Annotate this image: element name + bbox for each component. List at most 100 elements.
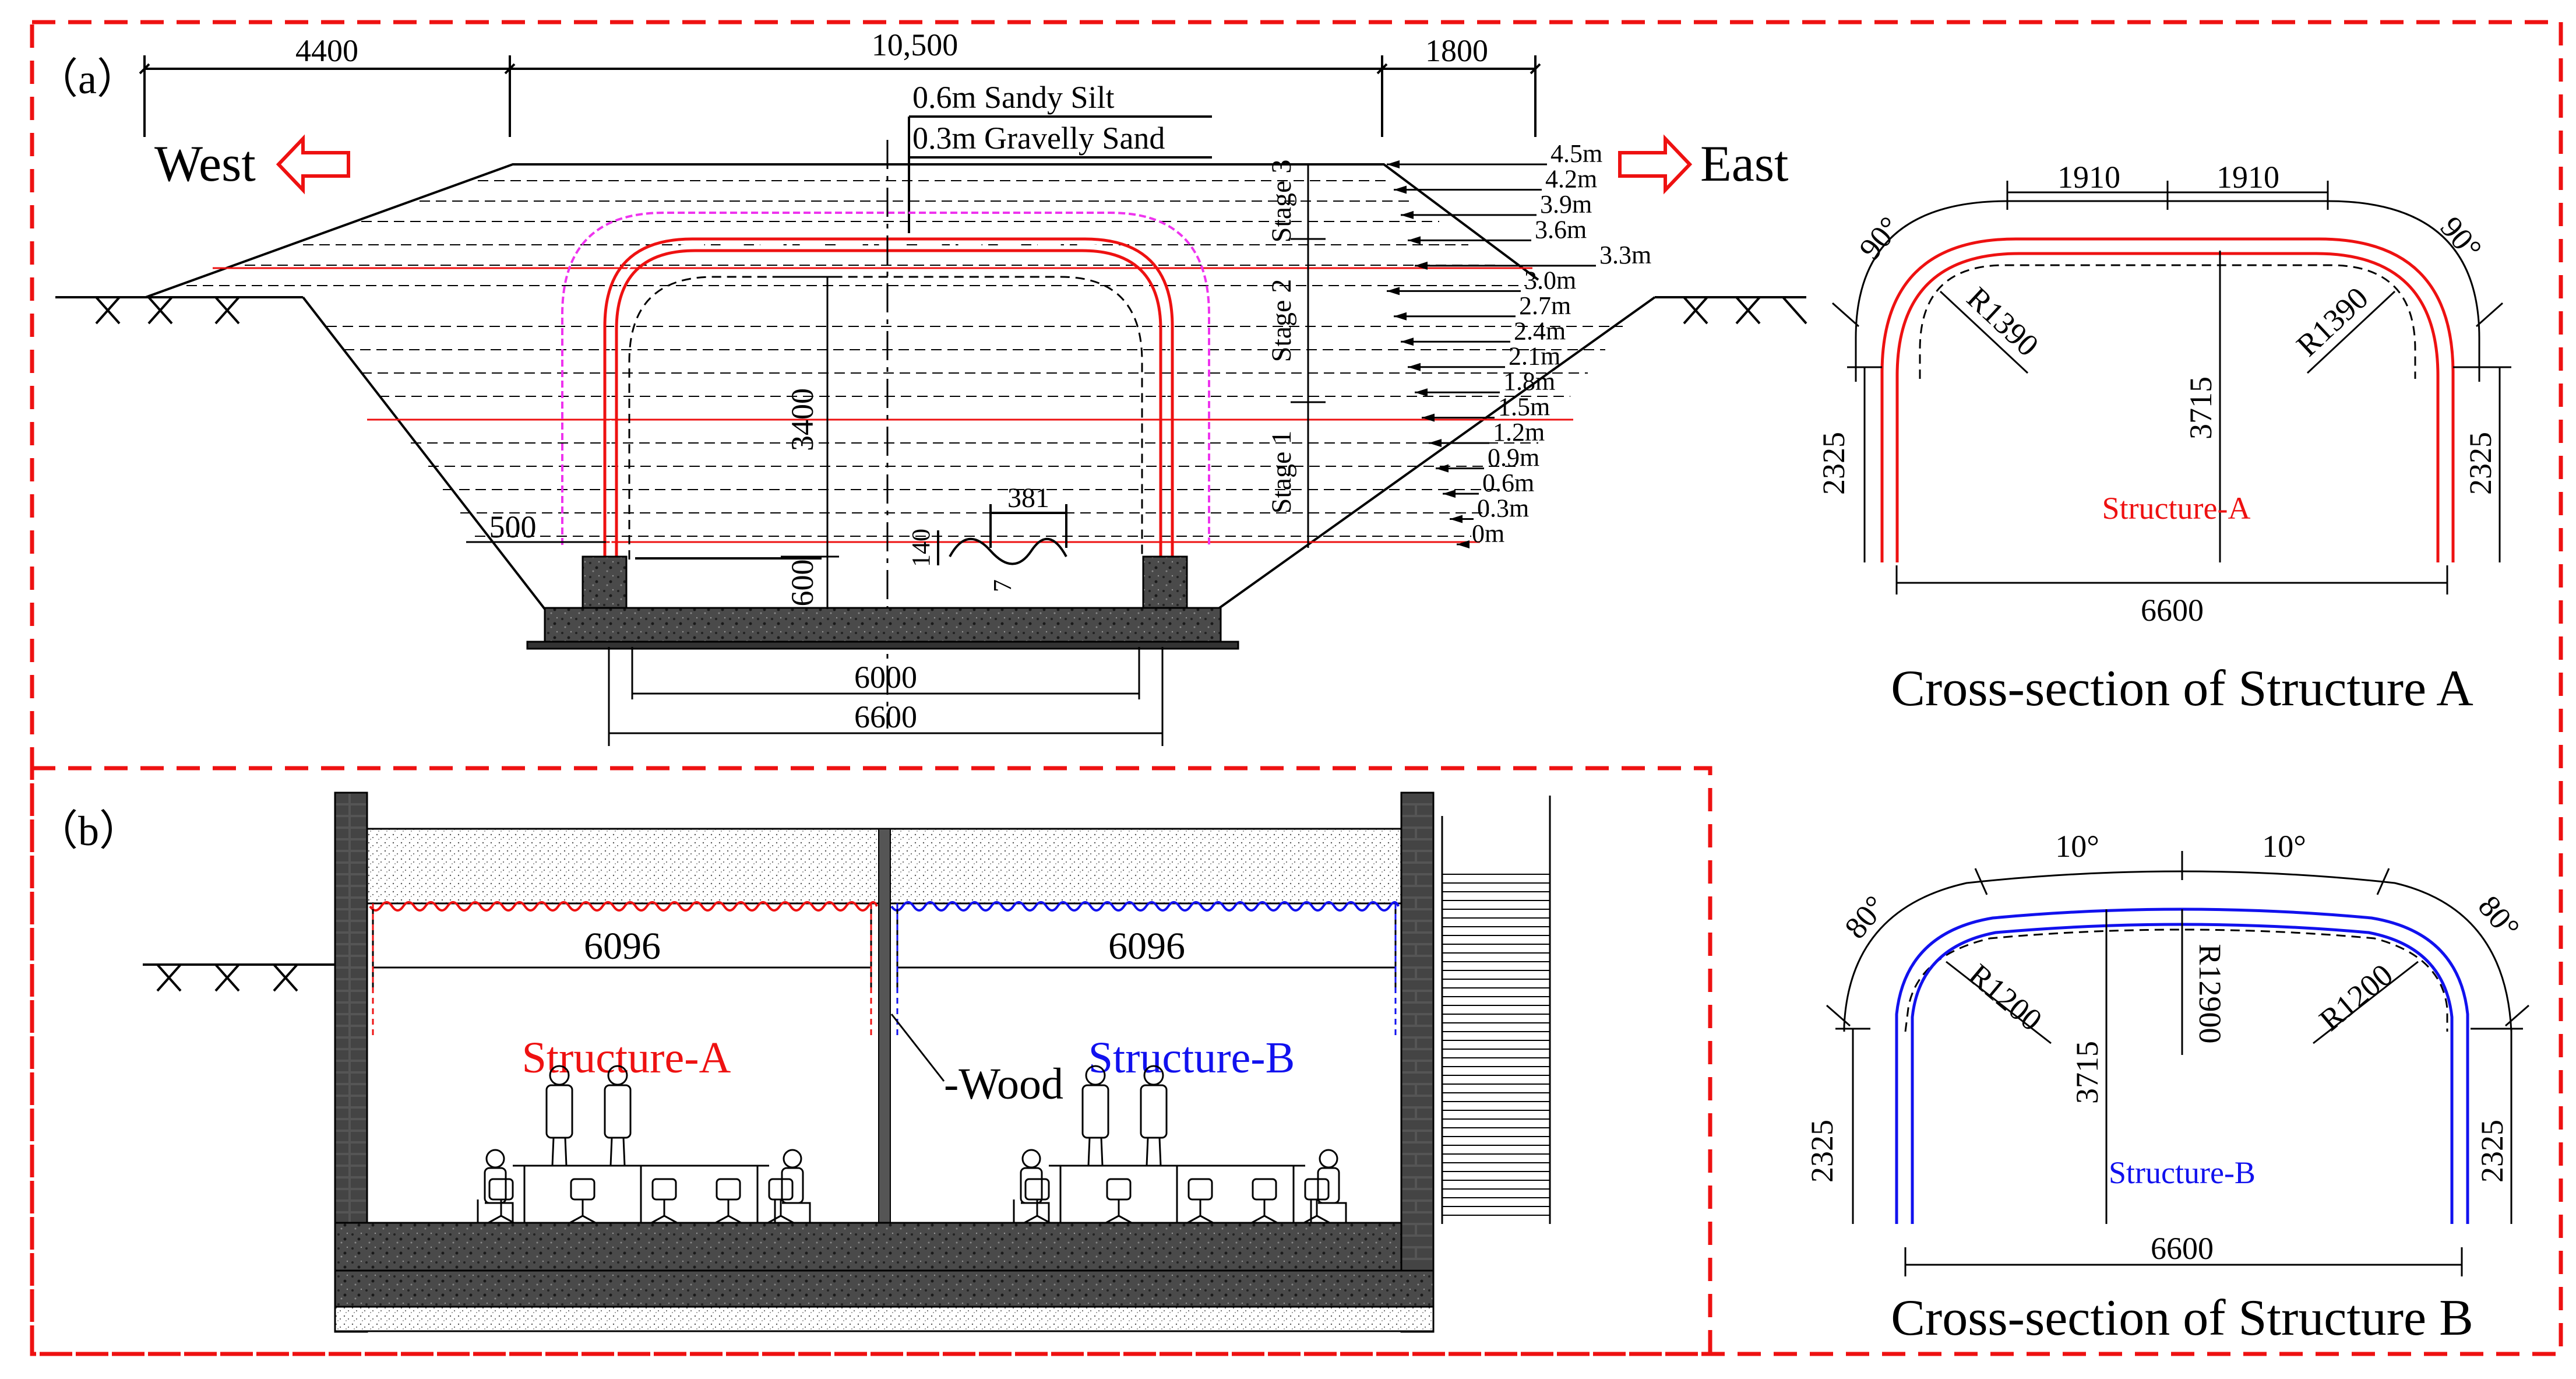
foundation-slab bbox=[544, 607, 1222, 643]
west-arrow-icon bbox=[276, 134, 350, 195]
span-dims bbox=[372, 903, 1397, 1037]
meeting-group-a bbox=[472, 1065, 811, 1224]
corrugation-detail bbox=[937, 504, 1067, 565]
ground-hatch-b bbox=[143, 963, 335, 992]
section-a-height: 3715 bbox=[2183, 377, 2218, 439]
section-a-label: Structure-A bbox=[2102, 491, 2251, 526]
dim-600: 600 bbox=[785, 560, 820, 607]
section-b-side-right: 2325 bbox=[2475, 1120, 2510, 1183]
soil-gravelly-sand: 0.3m Gravelly Sand bbox=[912, 121, 1165, 156]
chair-icon bbox=[715, 1178, 742, 1224]
level-marker: 2.7m bbox=[1394, 291, 1571, 321]
section-a: 1910 1910 90° 90° R1390 R1390 3715 2325 … bbox=[1816, 160, 2511, 717]
section-b-angle-right: 80° bbox=[2472, 889, 2527, 945]
floor-sub bbox=[334, 1269, 1435, 1308]
structure-b-label: Structure-B bbox=[1088, 1033, 1295, 1082]
stage-3: Stage 3 bbox=[1266, 160, 1297, 243]
chair-icon bbox=[1303, 1178, 1330, 1224]
outer-frame bbox=[30, 20, 2563, 1356]
influence-boundary bbox=[561, 212, 1210, 545]
level-label: 3.0m bbox=[1524, 266, 1576, 294]
footing-right bbox=[1142, 555, 1188, 609]
floor-slab bbox=[334, 1222, 1402, 1272]
panel-b: （b） 6096 6096 Structure bbox=[36, 791, 1551, 1333]
foundation-base bbox=[526, 641, 1239, 650]
section-b-dims bbox=[1835, 909, 2523, 1276]
person-icon bbox=[472, 1149, 514, 1224]
section-a-outline bbox=[1832, 181, 2503, 382]
section-a-side-right: 2325 bbox=[2463, 432, 2498, 495]
panel-a: （a） 4400 10,500 1800 0.6m Sandy Silt 0.3… bbox=[36, 27, 1807, 746]
fill-layers bbox=[186, 180, 1623, 537]
person-icon bbox=[769, 1149, 811, 1224]
level-label: 3.9m bbox=[1540, 190, 1592, 219]
section-b-span: 6600 bbox=[2151, 1231, 2214, 1266]
gauge-lines bbox=[213, 267, 1573, 543]
level-label: 0.3m bbox=[1477, 494, 1529, 523]
section-a-1910-left: 1910 bbox=[2057, 160, 2120, 195]
level-marker: 1.8m bbox=[1415, 367, 1555, 397]
dim-1800: 1800 bbox=[1425, 33, 1488, 68]
top-dimension bbox=[139, 55, 1541, 137]
excavation-outline bbox=[145, 163, 1656, 610]
level-marker: 3.6m bbox=[1408, 215, 1587, 245]
person-icon bbox=[1140, 1065, 1168, 1166]
soil-sandy-silt: 0.6m Sandy Silt bbox=[912, 80, 1115, 115]
chair-icon bbox=[488, 1178, 515, 1224]
staircase bbox=[1441, 796, 1551, 1224]
level-label: 3.3m bbox=[1599, 241, 1651, 269]
level-marker: 4.2m bbox=[1394, 164, 1597, 194]
person-icon bbox=[604, 1065, 632, 1166]
level-label: 2.4m bbox=[1514, 316, 1566, 345]
level-marker: 2.4m bbox=[1401, 316, 1566, 346]
dim-3400-line bbox=[781, 276, 839, 609]
span-b: 6096 bbox=[1108, 925, 1185, 968]
floor-base bbox=[334, 1306, 1435, 1332]
level-marker: 0.9m bbox=[1436, 444, 1539, 473]
level-marker: 0.6m bbox=[1443, 469, 1534, 498]
section-b-angle-top-right: 10° bbox=[2262, 829, 2306, 864]
dim-10500: 10,500 bbox=[872, 27, 958, 62]
chair-icon bbox=[1251, 1178, 1278, 1224]
footing-left bbox=[582, 555, 628, 609]
corrugated-roof-b bbox=[890, 901, 1400, 912]
chair-icon bbox=[767, 1178, 794, 1224]
table-icon bbox=[1049, 1165, 1305, 1223]
section-b-radius-left: R1200 bbox=[1962, 957, 2049, 1038]
level-label: 1.8m bbox=[1503, 367, 1555, 396]
chair-icon bbox=[1024, 1178, 1051, 1224]
section-a-angle-right: 90° bbox=[2434, 210, 2489, 266]
table-icon bbox=[513, 1165, 769, 1223]
level-marker: 2.1m bbox=[1408, 342, 1560, 371]
wood-leader bbox=[890, 1014, 945, 1082]
level-label: 2.1m bbox=[1509, 342, 1560, 371]
person-icon bbox=[1081, 1065, 1109, 1166]
level-marker: 3.3m bbox=[1415, 241, 1651, 270]
person-icon bbox=[545, 1065, 573, 1166]
dim-4400: 4400 bbox=[295, 33, 358, 68]
level-marker: 1.2m bbox=[1429, 418, 1545, 448]
level-ruler bbox=[1291, 163, 1326, 548]
panel-b-frame bbox=[30, 766, 1712, 1356]
level-marker: 3.9m bbox=[1401, 190, 1592, 219]
wood-label: -Wood bbox=[944, 1060, 1063, 1109]
section-a-caption: Cross-section of Structure A bbox=[1891, 660, 2473, 717]
level-marker: 4.5m bbox=[1387, 139, 1602, 168]
stage-2: Stage 2 bbox=[1266, 279, 1297, 363]
panel-a-label: （a） bbox=[36, 56, 139, 103]
arch-structure bbox=[603, 237, 1174, 562]
level-label: 1.2m bbox=[1493, 418, 1545, 446]
dim-3400: 3400 bbox=[785, 388, 820, 451]
section-a-dims bbox=[1847, 251, 2511, 594]
level-arrows: 4.5m4.2m3.9m3.6m 3.3m 3.0m2.7m2.4m2.1m1.8m… bbox=[1387, 139, 1651, 548]
ground-hatch-west bbox=[55, 296, 1807, 325]
dim-7: 7 bbox=[988, 579, 1017, 592]
corrugated-roof-a bbox=[369, 901, 878, 912]
stage-1: Stage 1 bbox=[1266, 431, 1297, 514]
person-icon bbox=[1305, 1149, 1347, 1224]
level-marker: 3.0m bbox=[1387, 266, 1576, 296]
inner-clearance bbox=[628, 276, 1143, 560]
section-b-height: 3715 bbox=[2070, 1041, 2105, 1104]
chair-icon bbox=[569, 1178, 596, 1224]
